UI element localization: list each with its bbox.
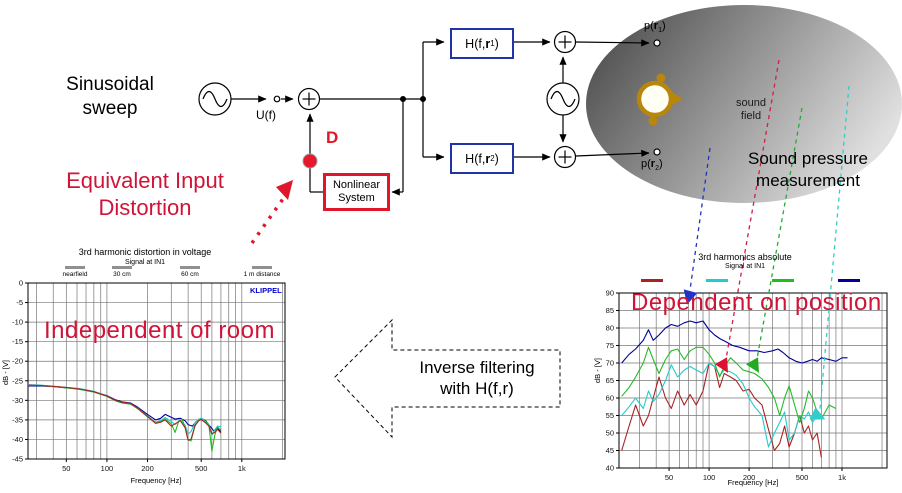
inverse-filtering-label: Inverse filtering with H(f,r) (419, 358, 535, 398)
left-legend-item: 60 cm (160, 266, 220, 278)
series-green (621, 346, 837, 424)
left-ylabel: dB - [V] (1, 360, 10, 386)
ytick-label: 70 (606, 359, 614, 368)
legend-dash-icon (180, 266, 200, 269)
xtick-label: 50 (665, 473, 673, 482)
left-xlabel: Frequency [Hz] (130, 476, 182, 485)
xtick-label: 1k (238, 464, 246, 473)
right-chart-subtitle: Signal at IN1 (724, 263, 766, 270)
position-marker-arrow (809, 407, 826, 420)
d-label: D (326, 128, 339, 147)
inverse-filtering-arrow-shape (334, 318, 561, 439)
xtick-label: 1k (838, 473, 846, 482)
position-marker-arrow (683, 289, 698, 305)
ytick-label: 0 (19, 279, 23, 288)
ytick-label: -30 (12, 396, 23, 405)
right-legend-dash (772, 279, 794, 282)
ytick-label: -40 (12, 435, 23, 444)
legend-dash-icon (252, 266, 272, 269)
ytick-label: -25 (12, 376, 23, 385)
ytick-label: 55 (606, 411, 614, 420)
left-chart-plot: 0 -5 -10 -15 -20 -25 -30 -35 -40 -45 50 100 200 500 1k (12, 279, 286, 473)
klippel-logo: KLIPPEL (250, 286, 282, 295)
ytick-label: 45 (606, 446, 614, 455)
ytick-label: -15 (12, 337, 23, 346)
ytick-label: 80 (606, 324, 614, 333)
xtick-label: 50 (62, 464, 70, 473)
legend-dash-icon (65, 266, 85, 269)
ytick-label: -10 (12, 318, 23, 327)
sound-pressure-label: Sound pressure measurement (747, 149, 869, 190)
microphone-dot (653, 148, 661, 156)
ytick-label: 65 (606, 376, 614, 385)
legend-dash-icon (112, 266, 132, 269)
position-connector-line (725, 59, 780, 360)
ytick-label: 90 (606, 289, 614, 298)
right-ylabel: dB - [V] (593, 358, 602, 384)
microphone-dot (653, 39, 661, 47)
sinusoidal-sweep-label: Sinusoidal sweep (66, 74, 154, 119)
ytick-label: -45 (12, 455, 23, 464)
xtick-label: 100 (101, 464, 114, 473)
left-chart-title: 3rd harmonic distortion in voltage (78, 247, 212, 257)
right-chart-title: 3rd harmonics absolute (698, 252, 792, 262)
left-legend-item: 30 cm (92, 266, 152, 278)
position-connector-line (819, 85, 850, 410)
series-dark-red (27, 384, 222, 441)
series-dark-blue (621, 320, 848, 364)
ytick-label: 50 (606, 429, 614, 438)
ytick-label: -20 (12, 357, 23, 366)
sound-field-label: sound field (736, 97, 766, 122)
p2-label: p(r2) (641, 158, 663, 173)
xtick-label: 100 (703, 473, 716, 482)
right-legend-dash (838, 279, 860, 282)
xtick-label: 500 (796, 473, 809, 482)
right-legend-dash (706, 279, 728, 282)
xtick-label: 200 (743, 473, 756, 482)
left-chart-subtitle: Signal at IN1 (124, 259, 166, 266)
uf-label: U(f) (256, 108, 276, 122)
nonlinear-system-box: Nonlinear System (323, 173, 390, 211)
ytick-label: 60 (606, 394, 614, 403)
position-marker-arrow (745, 357, 759, 373)
right-legend-dash (641, 279, 663, 282)
right-chart-plot: 90 85 80 75 70 65 60 55 50 45 40 50 100 200 500 1k (606, 289, 888, 482)
loudspeaker-icon (636, 73, 683, 126)
position-connector-line (756, 107, 803, 360)
ytick-label: -35 (12, 415, 23, 424)
dependent-on-position-label: Dependent on position (631, 289, 882, 316)
ytick-label: 40 (606, 464, 614, 473)
ytick-label: 75 (606, 341, 614, 350)
ytick-label: -5 (16, 298, 23, 307)
left-legend-item: 1 m distance (232, 266, 292, 278)
right-xlabel: Frequency [Hz] (727, 478, 779, 487)
independent-of-room-label: Independent of room (44, 317, 275, 344)
distortion-injection-dot (302, 153, 318, 169)
equivalent-distortion-arrow (250, 180, 293, 245)
ytick-label: 85 (606, 306, 614, 315)
sound-field-ellipse (586, 5, 902, 203)
position-marker-arrow (714, 357, 728, 373)
diagram-wires (198, 30, 661, 196)
p1-label: p(r1) (644, 20, 666, 35)
equivalent-input-distortion-label: Equivalent Input Distortion (66, 168, 224, 220)
plot-border (27, 282, 286, 460)
xtick-label: 200 (141, 464, 154, 473)
xtick-label: 500 (195, 464, 208, 473)
left-legend-item: nearfield (45, 266, 105, 278)
